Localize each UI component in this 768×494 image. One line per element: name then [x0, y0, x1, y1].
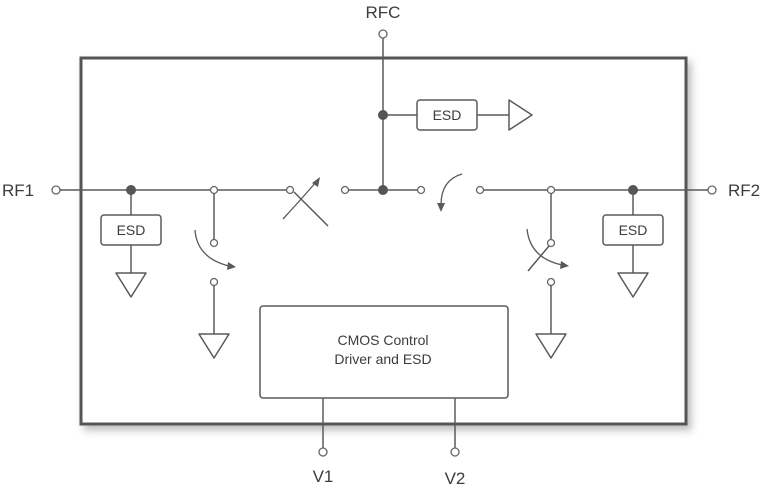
ground-symbol-right-shunt	[535, 333, 567, 359]
rf2-shunt-switch-arrowhead	[560, 261, 569, 269]
v2-terminal	[450, 447, 460, 457]
cmos-control-block	[259, 305, 509, 399]
rf2-shunt-contact-low	[546, 277, 556, 287]
rf2-shunt-switch-arrow	[526, 228, 563, 266]
cmos-control-label-line2: Driver and ESD	[334, 351, 431, 367]
rfc-terminal	[378, 29, 388, 39]
esd-label-right: ESD	[619, 222, 648, 238]
esd-label-top: ESD	[433, 107, 462, 123]
ground-symbol-right-esd	[617, 272, 649, 298]
rf1-label: RF1	[2, 181, 34, 200]
rf1-terminal	[51, 185, 61, 195]
rf2-shunt-switch-blade	[527, 245, 550, 272]
rfc-esd-node	[378, 110, 388, 120]
esd-label-left: ESD	[117, 222, 146, 238]
ground-symbol-left-shunt	[198, 333, 230, 359]
rf2-series-switch-arrowhead	[437, 203, 445, 212]
rf1-shunt-contact-low	[209, 277, 219, 287]
rf2-series-switch-arrow	[440, 173, 463, 206]
rf1-shunt-switch-arrowhead	[227, 262, 236, 270]
rf2-shunt-contact-top	[546, 185, 556, 195]
rf1-series-contact-b	[340, 185, 350, 195]
rf1-series-switch-blade	[293, 191, 329, 227]
rf2-series-contact-a	[416, 185, 426, 195]
ground-symbol-top	[508, 99, 533, 131]
rf1-shunt-contact-mid	[209, 238, 219, 248]
rf1-series-contact-a	[285, 185, 295, 195]
rf2-label: RF2	[728, 181, 760, 200]
rf2-terminal	[707, 185, 717, 195]
rf1-shunt-switch-arrow	[194, 229, 230, 267]
rf1-series-switch-arrowhead	[312, 177, 320, 187]
v2-label: V2	[445, 469, 466, 488]
v1-label: V1	[313, 467, 334, 486]
rfc-label: RFC	[366, 3, 401, 22]
rf2-series-contact-b	[475, 185, 485, 195]
cmos-control-label-line1: CMOS Control	[337, 332, 428, 348]
rf1-shunt-contact-top	[209, 185, 219, 195]
rf2-shunt-contact-mid	[546, 238, 556, 248]
ground-symbol-left-esd	[115, 272, 147, 298]
v1-terminal	[318, 447, 328, 457]
rfc-junction-node	[378, 185, 388, 195]
